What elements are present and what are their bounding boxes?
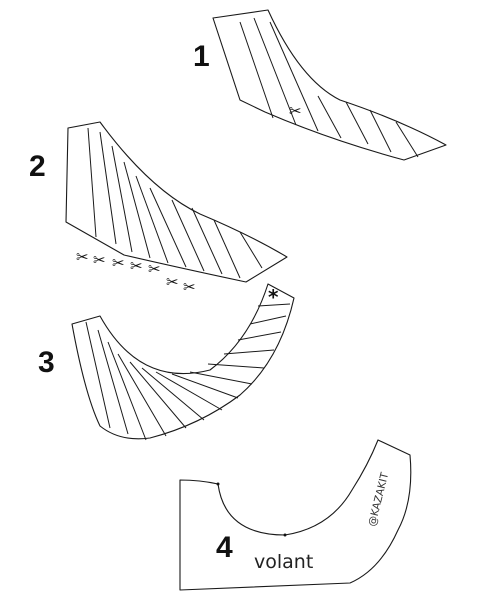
step-1-slash-line xyxy=(317,95,342,139)
step-4-number: 4 xyxy=(216,531,233,564)
step-1-slash-line xyxy=(369,109,392,153)
step-3-fan-line xyxy=(223,349,275,355)
step-3-fan-line xyxy=(141,367,205,421)
step-1-number: 1 xyxy=(193,40,210,73)
step-1-slash-line xyxy=(395,121,419,158)
notch-mark xyxy=(216,482,220,486)
step-1-piece: ✂ xyxy=(212,9,447,161)
scissors-icon: ✂ xyxy=(112,254,125,272)
step-3-fan-line xyxy=(257,303,291,307)
step-2-slash-line xyxy=(191,207,223,275)
step-3-fan-line xyxy=(171,373,239,399)
step-2-slash-line xyxy=(213,219,241,279)
scissors-icon: ✂ xyxy=(183,278,196,296)
scissors-icon: ✂ xyxy=(76,248,89,266)
step-2-slash-line xyxy=(123,161,151,259)
step-1-slash-line xyxy=(253,17,297,126)
notch-mark xyxy=(283,533,287,537)
step-3-fan-line xyxy=(129,361,187,429)
step-1-slash-line xyxy=(269,21,319,132)
step-3-fan-line xyxy=(85,321,111,429)
step-2-number: 2 xyxy=(29,150,46,183)
step-3-outline xyxy=(71,283,295,440)
step-3-piece: * xyxy=(71,283,295,441)
step-3-fan-line xyxy=(117,353,167,437)
step-3-fan-line xyxy=(155,371,223,411)
step-2-slash-line xyxy=(239,231,263,269)
step-3-fan-line xyxy=(107,341,147,441)
step-3-fan-line xyxy=(97,329,129,435)
volant-label: volant xyxy=(254,551,313,573)
step-3-fan-line xyxy=(237,331,282,341)
scissors-icon: ✂ xyxy=(130,257,143,275)
step-2-slash-line xyxy=(171,199,205,272)
step-2-outline xyxy=(65,121,288,283)
step-3-fan-line xyxy=(189,371,253,385)
watermark-handle: @KAZAKIT xyxy=(366,471,391,528)
step-1-slash-line xyxy=(345,101,369,145)
step-2-slash-line xyxy=(111,145,133,253)
step-4-outline xyxy=(179,439,412,591)
step-2-slash-line xyxy=(149,187,187,268)
scissors-icon: ✂ xyxy=(289,102,302,120)
step-3-fan-line xyxy=(207,363,265,369)
step-3-number: 3 xyxy=(38,346,55,379)
step-1-slash-line xyxy=(239,21,274,119)
step-4-piece: volant @KAZAKIT xyxy=(179,439,412,591)
scissors-row: ✂ ✂ ✂ ✂ ✂ ✂ ✂ xyxy=(76,248,196,296)
scissors-icon: ✂ xyxy=(148,260,161,278)
step-1-outline xyxy=(212,9,447,161)
step-2-piece xyxy=(65,121,288,283)
step-2-slash-line xyxy=(135,175,169,264)
scissors-icon: ✂ xyxy=(166,273,179,291)
step-2-slash-line xyxy=(87,127,97,238)
scissors-icon: ✂ xyxy=(93,251,106,269)
step-2-slash-line xyxy=(99,131,117,245)
star-marker-icon: * xyxy=(268,285,279,309)
step-3-fan-line xyxy=(249,315,287,325)
